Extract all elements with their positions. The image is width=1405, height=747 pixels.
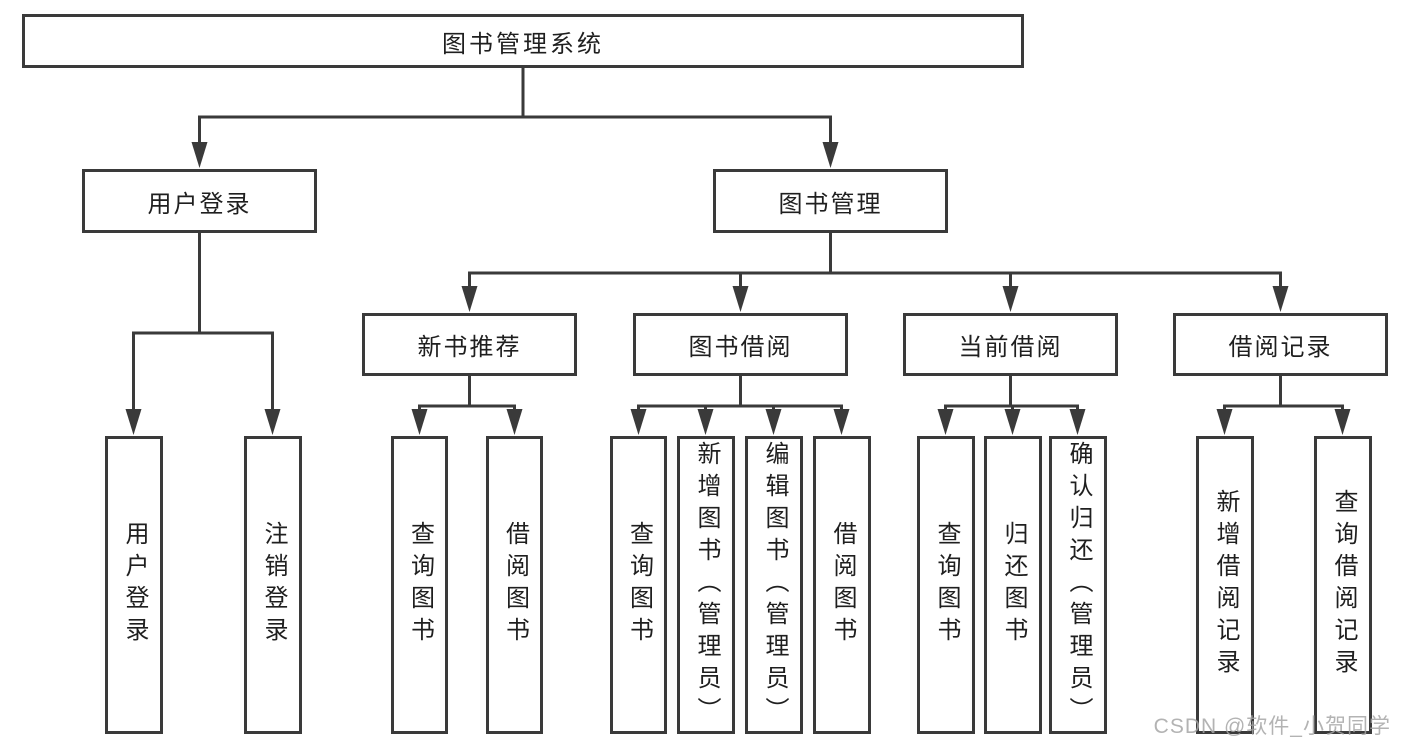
node-root-system-label: 图书管理系统: [442, 30, 604, 58]
leaf-recommend-query-book: 查询图书: [391, 436, 448, 734]
leaf-borrow-query-book: 查询图书: [610, 436, 667, 734]
leaf-borrow-query-book-label: 查询图书: [625, 521, 653, 649]
leaf-edit-book-admin: 编辑图书（管理员）: [745, 436, 803, 734]
node-borrow-records: 借阅记录: [1173, 313, 1388, 376]
leaf-add-book-admin-label: 新增图书（管理员）: [693, 441, 720, 729]
node-book-borrow-label: 图书借阅: [688, 334, 793, 361]
leaf-add-book-admin: 新增图书（管理员）: [677, 436, 735, 734]
node-book-borrow: 图书借阅: [633, 313, 848, 376]
node-current-borrow: 当前借阅: [903, 313, 1118, 376]
leaf-query-borrow-record-label: 查询借阅记录: [1330, 489, 1357, 681]
csdn-watermark: CSDN @软件_小贺同学: [1153, 715, 1391, 738]
node-new-book-recommend-label: 新书推荐: [417, 334, 522, 361]
leaf-recommend-borrow-book-label: 借阅图书: [501, 521, 529, 649]
leaf-return-book: 归还图书: [984, 436, 1042, 734]
leaf-return-book-label: 归还图书: [1000, 521, 1027, 649]
node-borrow-records-label: 借阅记录: [1228, 334, 1333, 361]
leaf-logout-label: 注销登录: [260, 521, 287, 649]
leaf-logout: 注销登录: [244, 436, 302, 734]
leaf-recommend-query-book-label: 查询图书: [406, 521, 434, 649]
leaf-confirm-return-admin: 确认归还（管理员）: [1049, 436, 1107, 734]
leaf-current-query-book-label: 查询图书: [933, 521, 960, 649]
leaf-recommend-borrow-book: 借阅图书: [486, 436, 543, 734]
connector-root-to-level1: [191, 66, 839, 168]
node-current-borrow-label: 当前借阅: [958, 334, 1063, 361]
node-book-management-label: 图书管理: [778, 190, 883, 218]
connector-book-management-children: [461, 233, 1289, 312]
leaf-user-login: 用户登录: [105, 436, 163, 734]
leaf-user-login-label: 用户登录: [121, 521, 148, 649]
leaf-confirm-return-admin-label: 确认归还（管理员）: [1065, 441, 1092, 729]
node-user-login: 用户登录: [82, 169, 317, 233]
leaf-current-query-book: 查询图书: [917, 436, 975, 734]
leaf-add-borrow-record-label: 新增借阅记录: [1212, 489, 1239, 681]
leaf-borrow-book-label: 借阅图书: [829, 521, 856, 649]
connector-borrow-records-children: [1216, 376, 1351, 435]
connector-book-borrow-children: [630, 376, 850, 435]
leaf-borrow-book: 借阅图书: [813, 436, 871, 734]
leaf-edit-book-admin-label: 编辑图书（管理员）: [761, 441, 788, 729]
connector-user-login-children: [125, 233, 281, 435]
node-new-book-recommend: 新书推荐: [362, 313, 577, 376]
connector-current-borrow-children: [937, 376, 1086, 435]
leaf-query-borrow-record: 查询借阅记录: [1314, 436, 1372, 734]
node-user-login-label: 用户登录: [147, 190, 252, 218]
node-root-system: 图书管理系统: [22, 14, 1024, 68]
node-book-management: 图书管理: [713, 169, 948, 233]
leaf-add-borrow-record: 新增借阅记录: [1196, 436, 1254, 734]
connector-new-book-recommend-children: [411, 376, 523, 435]
